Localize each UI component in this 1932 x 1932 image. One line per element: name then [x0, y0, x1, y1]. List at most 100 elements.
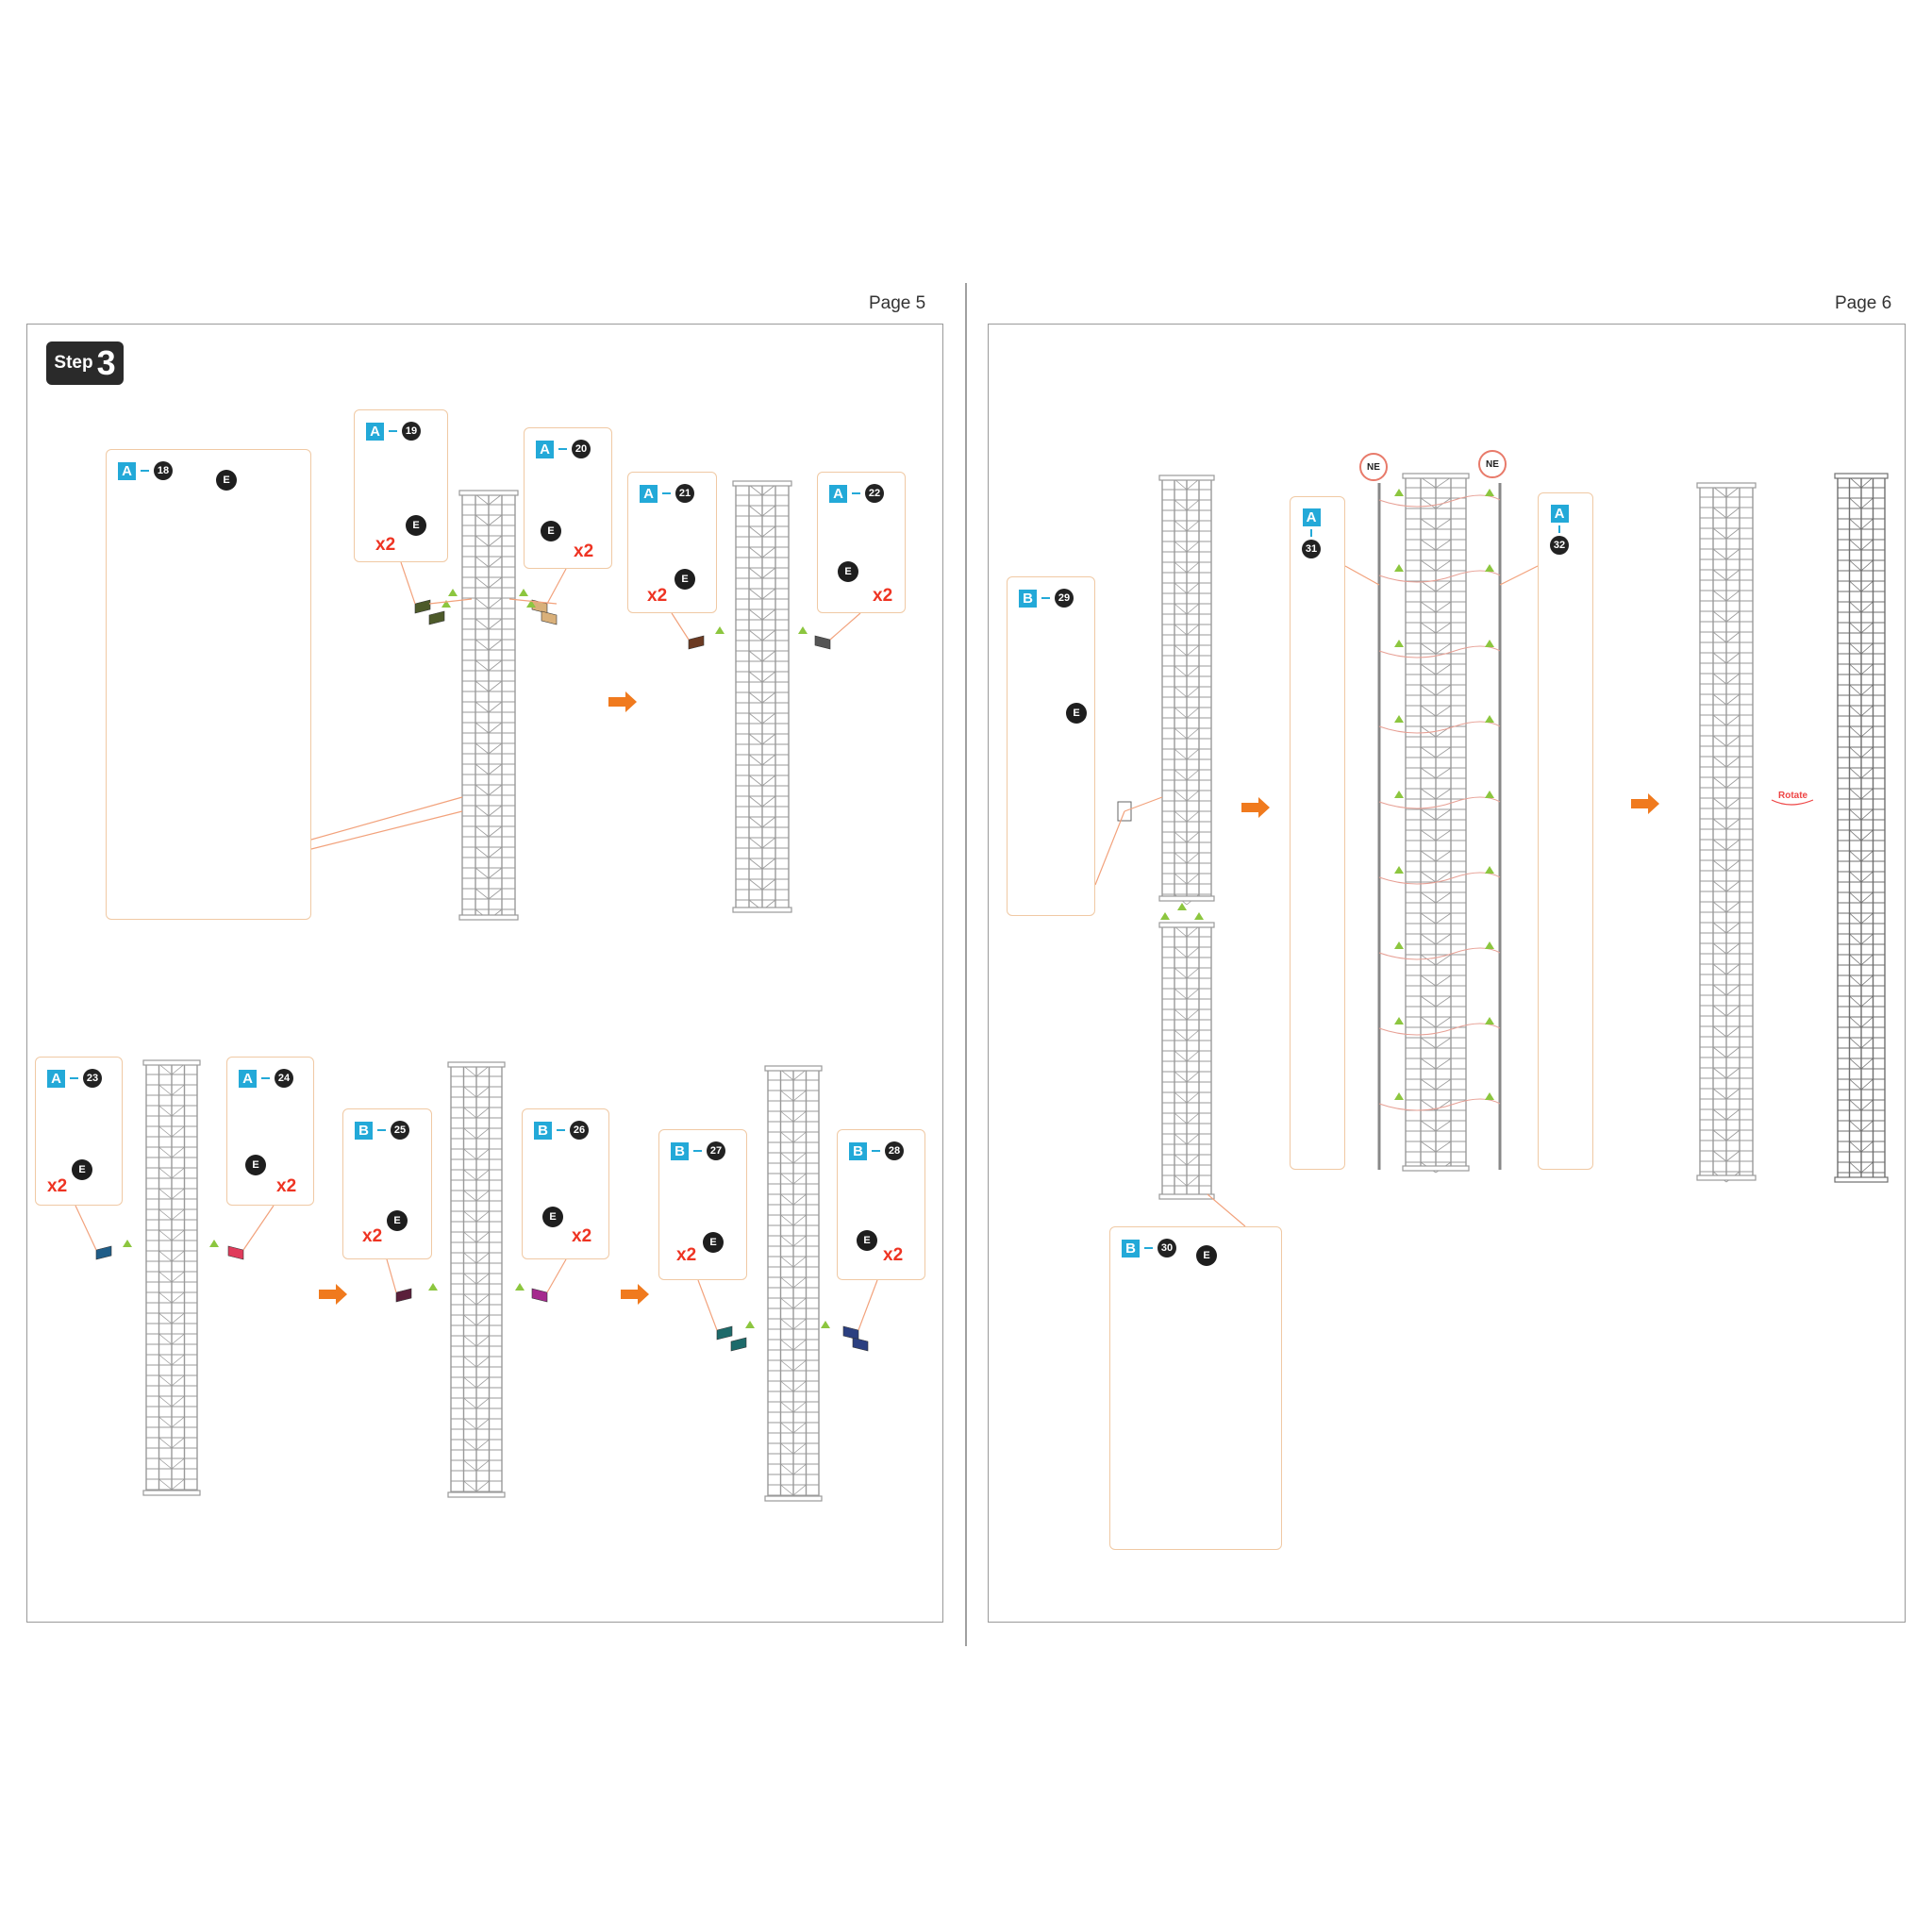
tower-member — [1174, 790, 1188, 802]
quantity-label: x2 — [574, 541, 594, 561]
e-badge: E — [703, 1232, 724, 1253]
leader-line — [1499, 565, 1539, 586]
tower-member — [158, 1416, 173, 1428]
tower-member — [1435, 559, 1452, 572]
tower-member — [1420, 1058, 1437, 1070]
sheet-tag: A — [118, 461, 136, 480]
tower-member — [488, 805, 503, 817]
tower-member — [475, 1439, 490, 1451]
tower-member — [142, 1059, 201, 1066]
page-divider — [965, 283, 967, 1646]
tower-upper — [1158, 475, 1215, 906]
tower-member — [1186, 769, 1200, 781]
tower-member — [1712, 652, 1727, 664]
tower-member — [748, 505, 763, 517]
tower-member — [171, 1354, 185, 1366]
sheet-tag: B — [1019, 589, 1037, 608]
tower-member — [1435, 1078, 1452, 1091]
tower-member — [1186, 967, 1200, 979]
tower-member — [748, 484, 763, 496]
tower-member — [463, 1148, 477, 1160]
tower-member — [1860, 497, 1874, 509]
tower-member — [1725, 901, 1740, 913]
tower-member — [761, 837, 776, 849]
tower-with-rails — [1402, 473, 1470, 1174]
tower-member — [1174, 644, 1188, 657]
sheet-tag: B — [1122, 1239, 1140, 1257]
tower-member — [792, 1422, 807, 1434]
tower-member — [463, 1273, 477, 1285]
tower-member — [463, 1190, 477, 1202]
tower-member — [158, 1105, 173, 1117]
tower-member — [1849, 705, 1862, 717]
alignment-marker — [798, 626, 808, 634]
tower-member — [158, 1457, 173, 1470]
step-number: 3 — [96, 343, 116, 382]
tower-member — [1174, 1071, 1188, 1083]
tower-member — [1420, 974, 1437, 987]
leader-line — [829, 612, 861, 641]
tower-member — [475, 556, 490, 568]
tower-member — [463, 1439, 477, 1451]
tower-member — [1186, 541, 1200, 553]
tower-member — [488, 576, 503, 589]
tower-member — [764, 1495, 823, 1502]
tower-member — [1186, 1133, 1200, 1145]
tower-member — [1174, 925, 1188, 938]
tower-member — [447, 1491, 506, 1498]
tower-member — [1725, 693, 1740, 706]
tower-member — [1435, 974, 1452, 987]
tower-member — [1712, 776, 1727, 789]
tower-member — [1186, 831, 1200, 843]
alignment-marker — [209, 1240, 219, 1247]
tower-member — [1725, 673, 1740, 685]
tower-member — [475, 1356, 490, 1368]
tower-member — [1420, 912, 1437, 924]
tower-member — [792, 1442, 807, 1455]
tower-member — [748, 691, 763, 704]
tower-member — [1725, 652, 1740, 664]
tower-member — [488, 618, 503, 630]
tower-member — [158, 1125, 173, 1138]
e-badge: E — [838, 561, 858, 582]
alignment-marker — [715, 626, 724, 634]
tower-member — [1725, 569, 1740, 581]
e-badge: E — [245, 1155, 266, 1175]
tower-member — [1712, 1150, 1727, 1162]
tower-member — [1696, 482, 1757, 489]
tower-member — [792, 1235, 807, 1247]
tower-member — [1860, 1058, 1874, 1070]
step-word: Step — [54, 353, 93, 373]
tower-member — [1186, 665, 1200, 677]
tower-member — [748, 837, 763, 849]
tower-member — [488, 701, 503, 713]
tower-member — [1860, 559, 1874, 572]
tower-member — [1420, 622, 1437, 634]
tower-member — [780, 1380, 794, 1392]
quantity-label: x2 — [883, 1245, 904, 1265]
e-badge: E — [542, 1207, 563, 1227]
tower-member — [761, 795, 776, 808]
alignment-marker — [123, 1240, 132, 1247]
tower-member — [732, 907, 792, 913]
ne-marker: NE — [1359, 453, 1388, 481]
tower-member — [1174, 967, 1188, 979]
tower-member — [761, 816, 776, 828]
tower-member — [1186, 478, 1200, 491]
tower-member — [1849, 1161, 1862, 1174]
alignment-marker — [428, 1283, 438, 1291]
tower-member — [158, 1354, 173, 1366]
tower-member — [1174, 1008, 1188, 1021]
tower-member — [792, 1090, 807, 1102]
tower-member — [158, 1146, 173, 1158]
tower-member — [1186, 1008, 1200, 1021]
tower-member — [171, 1250, 185, 1262]
tower-member — [1174, 1133, 1188, 1145]
tower-member — [1435, 912, 1452, 924]
tower-member — [1174, 582, 1188, 594]
tower-member — [1725, 942, 1740, 955]
tower-member — [1849, 580, 1862, 592]
